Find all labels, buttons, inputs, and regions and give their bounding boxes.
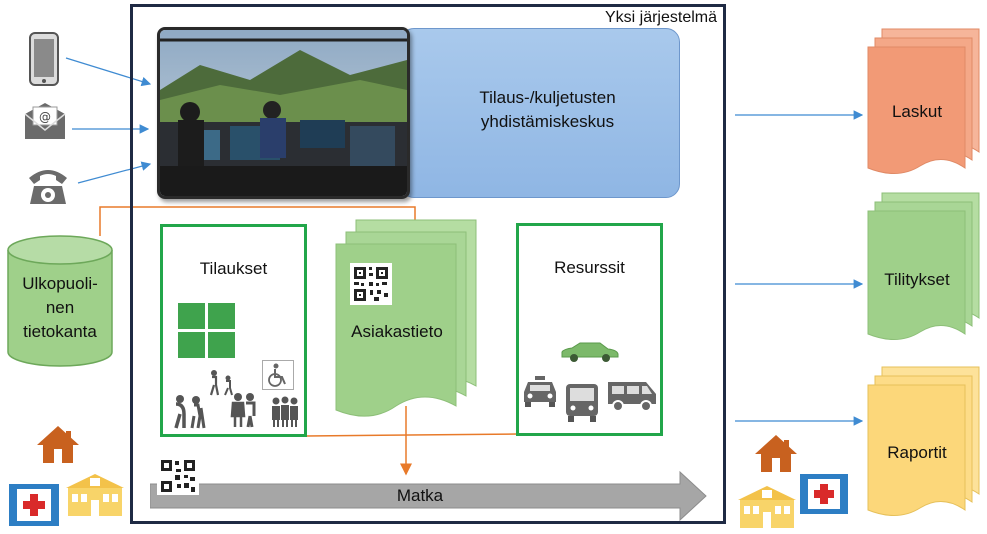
reports-document-stack: [867, 366, 980, 516]
orders-label: Tilaukset: [199, 259, 268, 278]
customer-document-stack: [335, 219, 477, 417]
hospital-icon: [9, 484, 59, 526]
invoices-document-stack: [867, 28, 980, 174]
van-icon: [608, 382, 656, 412]
customer-label: Asiakastieto: [351, 322, 443, 341]
system-frame: Yksi järjestelmä: [130, 4, 726, 524]
settlements-document-stack: [867, 192, 980, 340]
bus-icon: [566, 384, 598, 422]
coordination-center-box: [400, 28, 680, 198]
phone-icon: [29, 32, 59, 86]
hospital-icon: [800, 474, 848, 514]
email-icon: @: [24, 103, 66, 139]
house-icon: [755, 435, 797, 472]
trip-label: Matka: [396, 486, 444, 505]
walkers-icon: [209, 370, 233, 396]
coordination-center-label: Tilaus-/kuljetusten yhdistämiskeskus: [479, 88, 616, 131]
elderly-icon: [174, 395, 206, 429]
settlements-label: Tilitykset: [884, 270, 950, 289]
car-icon: [561, 342, 619, 362]
couple-icon: [230, 393, 256, 428]
wheelchair-icon: [262, 360, 294, 390]
orders-resources-link: [305, 433, 519, 437]
telephone-arrow: [77, 161, 152, 184]
trip-arrow: [150, 470, 707, 522]
control-room-image: [160, 30, 407, 196]
school-icon: [738, 486, 796, 528]
windows-icon: [178, 303, 235, 358]
database-cylinder: [7, 235, 113, 367]
database-label: Ulkopuoli- nen tietokanta: [22, 274, 98, 341]
system-title: Yksi järjestelmä: [604, 9, 717, 26]
qr-code-icon: [350, 263, 392, 305]
house-icon: [37, 426, 79, 463]
database-link: [99, 206, 416, 236]
trip-qr-code-icon: [157, 457, 199, 495]
reports-label: Raportit: [887, 443, 947, 462]
svg-text:@: @: [39, 110, 51, 124]
resources-label: Resurssit: [554, 258, 625, 277]
school-icon: [66, 474, 124, 516]
phone-arrow: [65, 57, 152, 87]
group-icon: [272, 396, 298, 427]
telephone-icon: [29, 170, 67, 204]
taxi-icon: [524, 376, 556, 407]
invoices-label: Laskut: [891, 102, 943, 121]
control-room-photo: [157, 27, 410, 199]
